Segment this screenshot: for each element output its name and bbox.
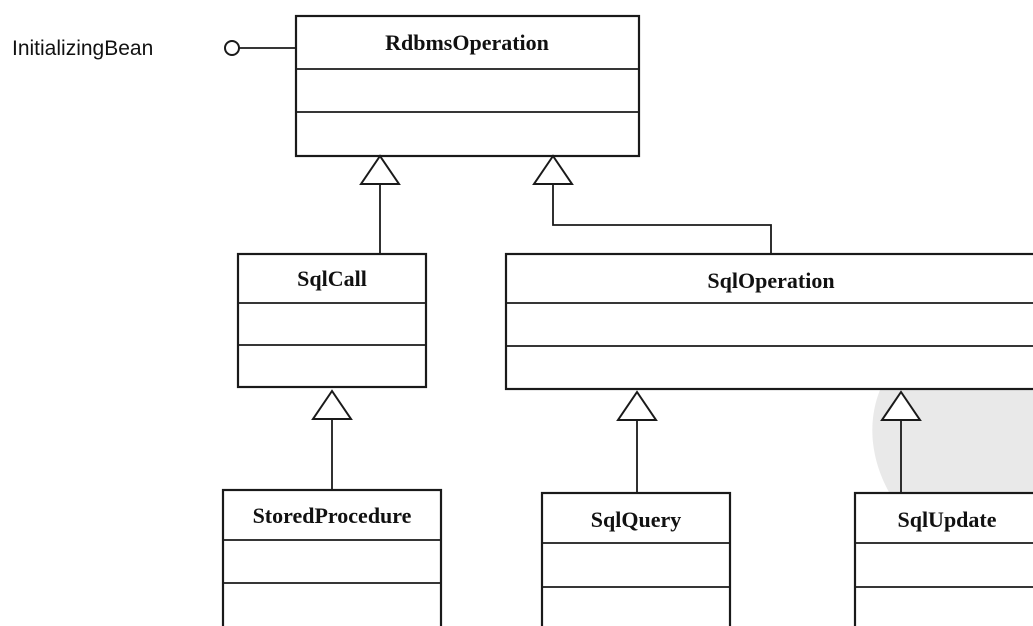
class-sql-operation: SqlOperation <box>504 252 1033 391</box>
class-name: SqlQuery <box>591 507 681 532</box>
class-name: SqlUpdate <box>897 507 996 532</box>
class-stored-procedure: StoredProcedure <box>221 488 443 626</box>
class-sql-update: SqlUpdate <box>853 491 1033 626</box>
inheritance-arrow <box>359 154 401 185</box>
class-name: RdbmsOperation <box>385 30 549 55</box>
interface-lollipop-icon <box>224 40 240 56</box>
inheritance-arrow <box>532 154 574 185</box>
class-sql-call: SqlCall <box>236 252 428 389</box>
class-name: SqlOperation <box>707 268 834 293</box>
interface-label: InitializingBean <box>12 37 153 60</box>
inheritance-arrow <box>311 389 353 420</box>
class-name: SqlCall <box>297 266 367 291</box>
class-name: StoredProcedure <box>253 503 412 528</box>
class-rdbms-operation: RdbmsOperation <box>294 14 641 158</box>
inheritance-arrow <box>616 390 658 421</box>
class-sql-query: SqlQuery <box>540 491 732 626</box>
